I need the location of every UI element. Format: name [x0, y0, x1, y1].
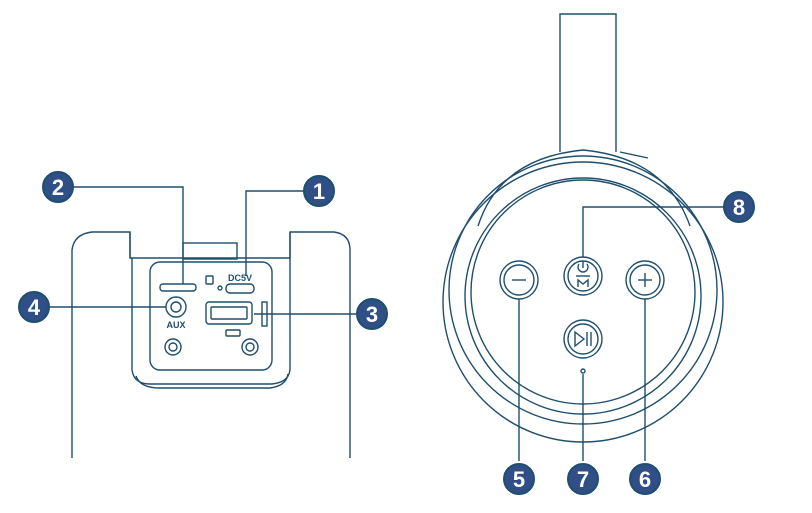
status-led: [580, 368, 586, 374]
speaker-rear-view: [71, 231, 351, 458]
callout-2-number: 2: [52, 175, 64, 200]
play-pause-icon: [574, 330, 592, 348]
dc-5v-label: DC5V: [228, 273, 252, 283]
callout-1-number: 1: [313, 179, 325, 204]
memory-card-icon: [205, 275, 214, 285]
callout-7-number: 7: [577, 467, 589, 492]
leader-lines: [48, 186, 724, 461]
power-mode-button: [563, 256, 603, 296]
carry-strap: [559, 13, 617, 152]
callout-8: 8: [723, 191, 755, 223]
aux-input: [165, 296, 187, 318]
aux-label: AUX: [166, 320, 185, 330]
callout-5-number: 5: [513, 467, 525, 492]
memory-card-slot: [159, 283, 197, 292]
callout-4-number: 4: [28, 295, 41, 320]
callout-7: 7: [567, 463, 599, 495]
screw-hole-left: [164, 338, 182, 356]
callout-6: 6: [629, 463, 661, 495]
callout-1: 1: [303, 175, 335, 207]
volume-up-button: [625, 260, 665, 300]
usb-port: [205, 301, 253, 325]
callout-4: 4: [18, 291, 50, 323]
callout-3-number: 3: [366, 302, 378, 327]
callout-8-number: 8: [733, 195, 745, 220]
play-pause-button: [563, 319, 603, 359]
power-mode-icon: [576, 261, 590, 287]
dc-5v-port: [225, 283, 255, 294]
callout-3: 3: [356, 298, 388, 330]
volume-down-button: [499, 260, 539, 300]
callout-5: 5: [503, 463, 535, 495]
callout-2: 2: [42, 171, 74, 203]
callout-6-number: 6: [639, 467, 651, 492]
screw-hole-right: [241, 338, 259, 356]
plus-icon: [638, 273, 652, 287]
